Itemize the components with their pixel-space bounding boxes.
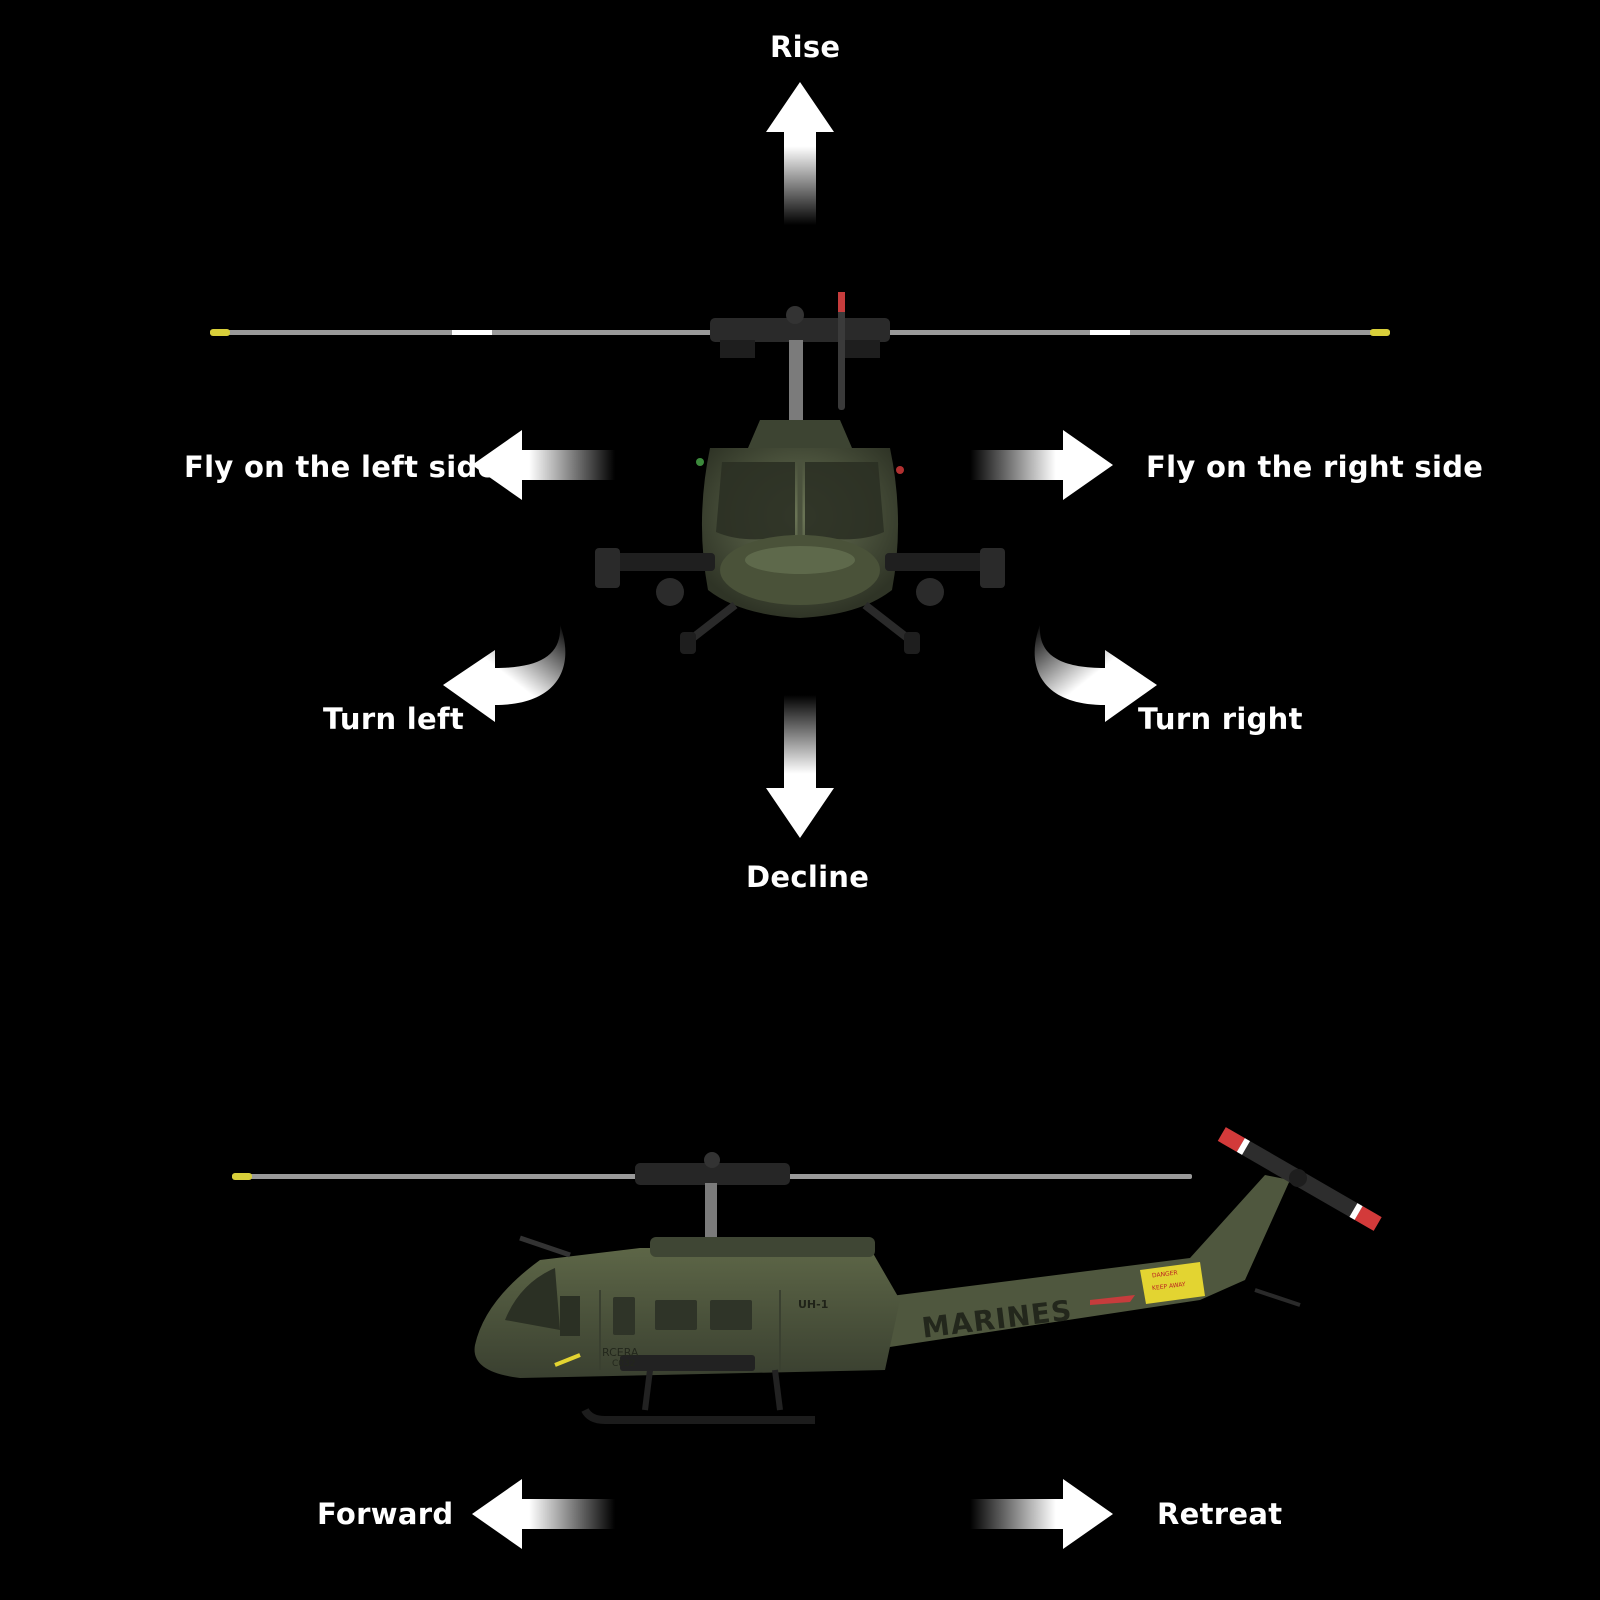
turn-right-label: Turn right [1138,702,1303,736]
rise-arrow [766,82,834,225]
decline-label: Decline [746,860,870,894]
fly-right-label: Fly on the right side [1146,450,1484,484]
turn-left-label: Turn left [323,702,465,736]
model-marking: UH-1 [798,1298,829,1311]
forward-arrow [472,1479,615,1549]
fly-left-label: Fly on the left side [184,450,498,484]
retreat-arrow [970,1479,1113,1549]
retreat-label: Retreat [1157,1497,1283,1531]
code-marking: C032 [612,1359,636,1369]
turn-right-arrow [1034,625,1157,722]
brand-marking: RCERA [602,1346,639,1359]
rise-label: Rise [770,30,841,64]
turn-left-arrow [443,625,566,722]
helicopter-side-view [232,1127,1382,1424]
fly-right-arrow [970,430,1113,500]
decline-arrow [766,695,834,838]
fly-left-arrow [472,430,615,500]
helicopter-front-view [210,292,1390,654]
forward-label: Forward [317,1497,454,1531]
